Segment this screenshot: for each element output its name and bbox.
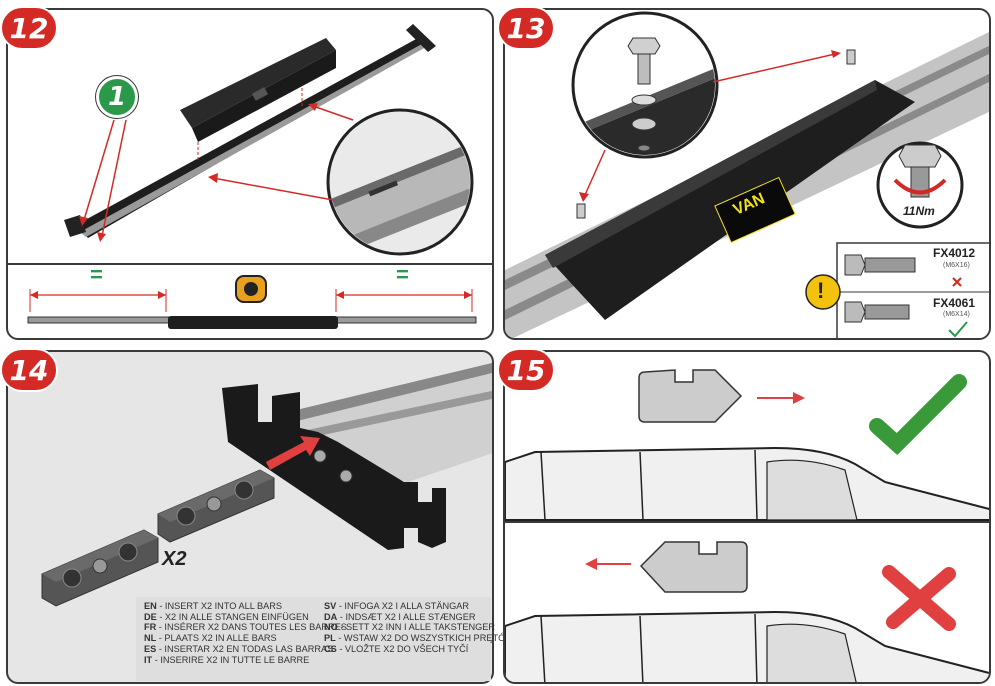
- step-13-illustration: [505, 11, 989, 338]
- step-12-panel: = = 1: [6, 8, 494, 340]
- instruction-es: ES - INSERTAR X2 EN TODAS LAS BARRAS: [144, 643, 334, 654]
- step-12-illustration: [8, 24, 492, 329]
- step-15-panel: [503, 350, 991, 684]
- bolt-fx4012-code: FX4012: [933, 246, 976, 260]
- instruction-nl: NL - PLAATS X2 IN ALLE BARS: [144, 633, 277, 644]
- bolt-fx4061-code: FX4061: [933, 296, 976, 310]
- instructions-right-column: SV - INFOGA X2 I ALLA STÄNGAR DA - INDSÆ…: [324, 601, 514, 655]
- instructions-left-column: EN - INSERT X2 INTO ALL BARS DE - X2 IN …: [144, 601, 347, 665]
- instruction-no: NO - SETT X2 INN I ALLE TAKSTENGER: [324, 622, 496, 633]
- instruction-da: DA - INDSÆT X2 I ALLE STÆNGER: [324, 611, 476, 622]
- step-15-illustration: [505, 369, 989, 682]
- equal-sign-left: =: [90, 262, 103, 287]
- quantity-label: X2: [162, 548, 187, 570]
- step-13-panel: VAN 11Nm ! FX4012 (M6X16) FX4061 (M6X14): [503, 8, 991, 340]
- torque-value: 11Nm: [903, 204, 935, 218]
- instruction-pl: PL - WSTAW X2 DO WSZYSTKICH PRĘTÓW: [324, 633, 514, 644]
- instruction-fr: FR - INSÉRER X2 DANS TOUTES LES BARRES: [144, 622, 347, 633]
- instructions-box: EN - INSERT X2 INTO ALL BARS DE - X2 IN …: [136, 597, 514, 681]
- warning-mark: !: [817, 278, 825, 303]
- step-13-badge: 13: [497, 6, 555, 50]
- step-12-badge: 12: [0, 6, 58, 50]
- bolt-fx4061-size: (M6X14): [943, 311, 970, 318]
- instruction-de: DE - X2 IN ALLE STANGEN EINFÜGEN: [144, 611, 309, 622]
- instruction-cs: CS - VLOŽTE X2 DO VŠECH TYČÍ: [324, 643, 469, 654]
- step-14-illustration: [41, 362, 492, 607]
- instruction-en: EN - INSERT X2 INTO ALL BARS: [144, 601, 283, 611]
- callout-number: 1: [107, 82, 127, 112]
- equal-sign-right: =: [396, 262, 409, 287]
- bolt-fx4012-size: (M6X16): [943, 262, 970, 269]
- callout-circle: 1: [96, 76, 138, 118]
- instruction-it: IT - INSERIRE X2 IN TUTTE LE BARRE: [144, 654, 310, 665]
- instruction-sv: SV - INFOGA X2 I ALLA STÄNGAR: [324, 601, 470, 611]
- step-15-badge: 15: [497, 348, 555, 392]
- step-14-badge: 14: [0, 348, 58, 392]
